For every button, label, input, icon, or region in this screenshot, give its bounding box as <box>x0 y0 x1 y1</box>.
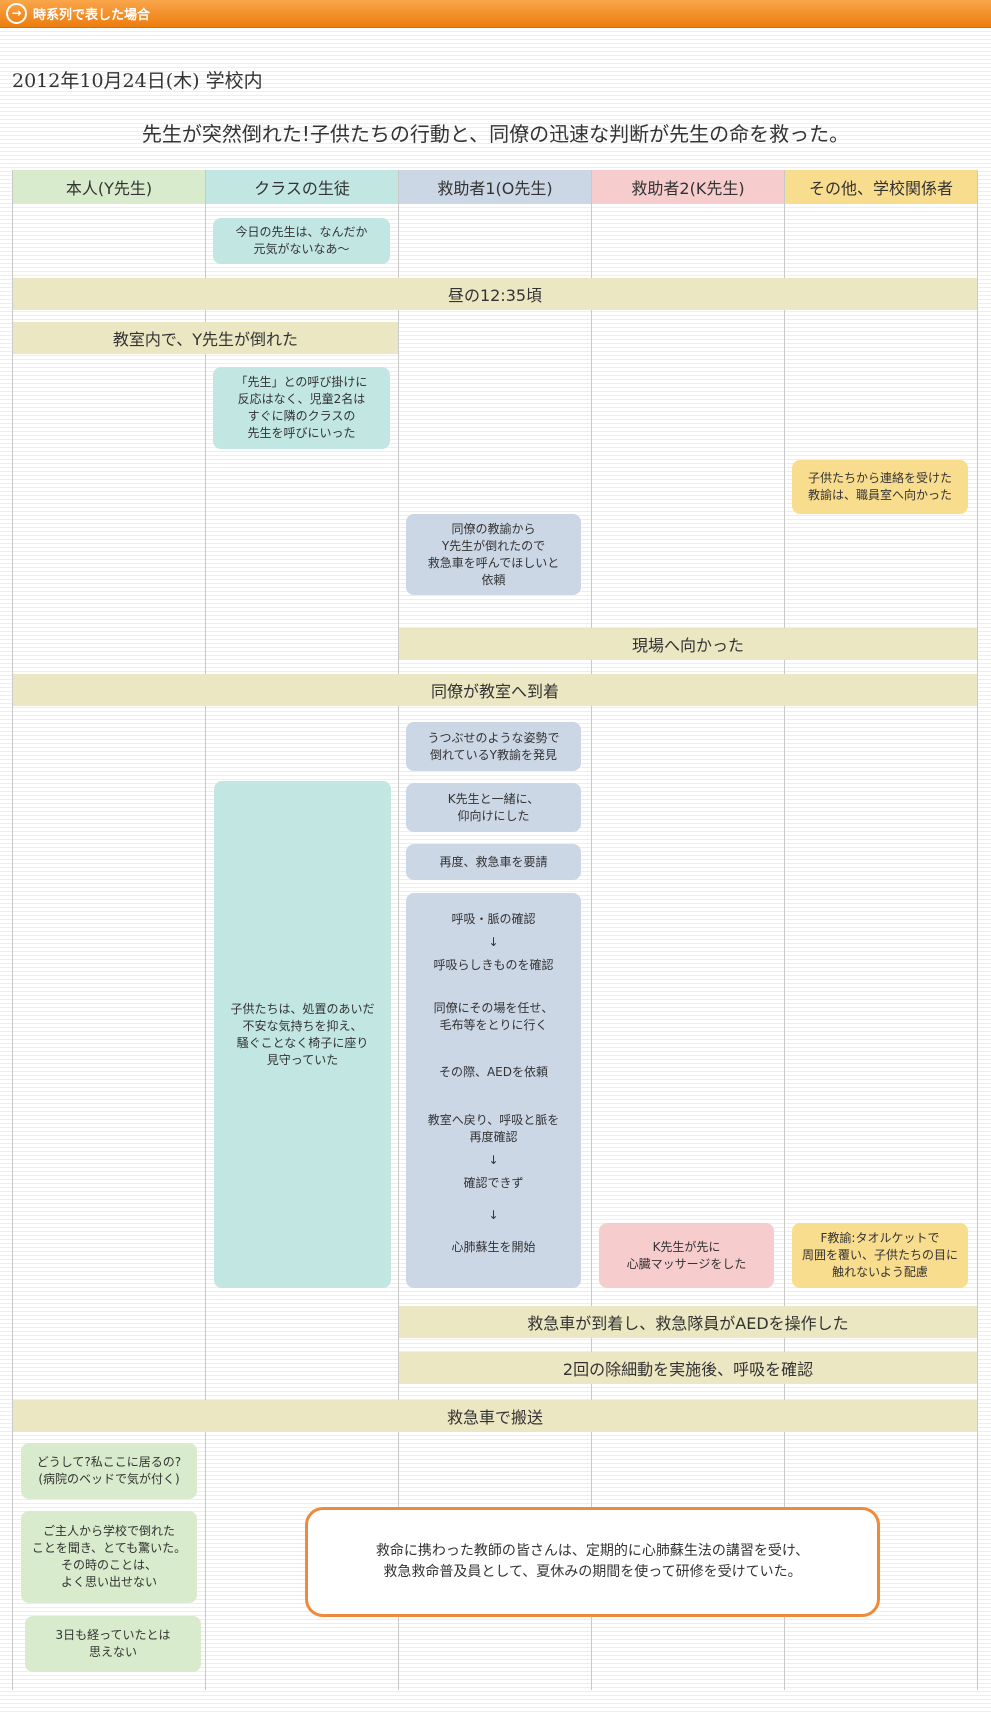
box-text: 救急車を呼んでほしいと <box>427 555 560 570</box>
box-text: ご主人から学校で倒れた <box>42 1524 175 1538</box>
box-text: 不安な気持ちを抑え、 <box>242 1018 363 1033</box>
box-text: 心臓マッサージをした <box>626 1256 747 1271</box>
box-text: 触れないよう配慮 <box>832 1265 928 1279</box>
box-text: 再度、救急車を要請 <box>439 854 548 869</box>
box-text: すぐに隣のクラスの <box>247 409 356 423</box>
box-text: K先生が先に <box>652 1239 721 1254</box>
timeline-box-rescuer1-2: うつぶせのような姿勢で 倒れているY教諭を発見 <box>406 722 581 771</box>
box-text: 確認できず <box>463 1176 524 1190</box>
timeline-band-to-scene: 現場へ向かった <box>399 628 977 660</box>
box-text: 騒ぐことなく椅子に座り <box>236 1035 369 1050</box>
down-arrow-icon: ↓ <box>488 1208 499 1222</box>
box-text: 周囲を覆い、子供たちの目に <box>801 1248 958 1262</box>
box-text: 教諭は、職員室へ向かった <box>807 488 952 502</box>
box-text: 仰向けにした <box>457 808 530 823</box>
column-divider <box>591 170 592 1690</box>
column-divider <box>784 170 785 1690</box>
box-text: 毛布等をとりに行く <box>439 1018 548 1032</box>
column-divider <box>977 170 978 1690</box>
box-text: 再度確認 <box>469 1130 518 1144</box>
timeline-box-self-1: どうして?私ここに居るの? (病院のベッドで気が付く) <box>21 1443 197 1499</box>
headline: 先生が突然倒れた!子供たちの行動と、同僚の迅速な判断が先生の命を救った。 <box>141 122 850 146</box>
box-text: うつぶせのような姿勢で <box>427 730 560 745</box>
timeline-band-collapse: 教室内で、Y先生が倒れた <box>13 322 398 354</box>
box-text: 呼吸・脈の確認 <box>451 912 536 926</box>
section-header-bar: → 時系列で表した場合 <box>0 0 991 28</box>
box-text: 同僚にその場を任せ、 <box>433 1001 554 1015</box>
timeline-box-self-2: ご主人から学校で倒れた ことを聞き、とても驚いた。 その時のことは、 よく思い出… <box>21 1511 197 1603</box>
timeline-box-self-3: 3日も経っていたとは 思えない <box>25 1616 201 1672</box>
note-box: 救命に携わった教師の皆さんは、定期的に心肺蘇生法の講習を受け、 救急救命普及員と… <box>305 1507 880 1617</box>
column-divider <box>398 170 399 1690</box>
box-text: 倒れているY教諭を発見 <box>430 747 557 762</box>
timeline-box-students-1: 今日の先生は、なんだか 元気がないなあ〜 <box>213 218 390 264</box>
note-text: 救急救命普及員として、夏休みの期間を使って研修を受けていた。 <box>383 1564 802 1580</box>
column-header-students: クラスの生徒 <box>206 170 398 204</box>
date-location: 2012年10月24日(木) 学校内 <box>12 70 263 92</box>
box-text: よく思い出せない <box>60 1575 157 1589</box>
box-text: 「先生」との呼び掛けに <box>235 375 368 389</box>
box-text: 反応はなく、児童2名は <box>237 392 366 406</box>
box-text: (病院のベッドで気が付く) <box>38 1472 180 1486</box>
box-text: F教諭:タオルケットで <box>820 1231 940 1245</box>
box-text: 先生を呼びにいった <box>247 426 356 440</box>
timeline-band-noon: 昼の12:35頃 <box>13 278 977 310</box>
box-text: 3日も経っていたとは <box>55 1628 171 1642</box>
box-text: 同僚の教諭から <box>451 521 536 536</box>
column-header-rescuer-2: 救助者2(K先生) <box>592 170 784 204</box>
timeline-box-rescuer1-3: K先生と一緒に、 仰向けにした <box>406 783 581 832</box>
note-text: 救命に携わった教師の皆さんは、定期的に心肺蘇生法の講習を受け、 <box>375 1543 810 1559</box>
box-text: 心肺蘇生を開始 <box>451 1240 536 1254</box>
column-divider <box>205 170 206 1690</box>
timeline-box-students-3: 子供たちは、処置のあいだ 不安な気持ちを抑え、 騒ぐことなく椅子に座り 見守って… <box>214 781 391 1288</box>
timeline-band-transport: 救急車で搬送 <box>13 1400 977 1432</box>
timeline-band-ambulance-arrive: 救急車が到着し、救急隊員がAEDを操作した <box>399 1306 977 1338</box>
box-text: Y先生が倒れたので <box>441 538 546 553</box>
box-text: 子供たちは、処置のあいだ <box>230 1001 375 1016</box>
box-text: 子供たちから連絡を受けた <box>807 471 952 485</box>
timeline-box-staff-2: F教諭:タオルケットで 周囲を覆い、子供たちの目に 触れないよう配慮 <box>792 1223 968 1288</box>
column-header-rescuer-1: 救助者1(O先生) <box>399 170 591 204</box>
timeline-box-students-2: 「先生」との呼び掛けに 反応はなく、児童2名は すぐに隣のクラスの 先生を呼びに… <box>213 367 390 449</box>
timeline-box-rescuer1-1: 同僚の教諭から Y先生が倒れたので 救急車を呼んでほしいと 依頼 <box>406 514 581 595</box>
box-text: 見守っていた <box>266 1052 339 1067</box>
box-text: その際、AEDを依頼 <box>438 1065 549 1079</box>
box-text: 依頼 <box>481 572 506 587</box>
timeline-band-arrive: 同僚が教室へ到着 <box>13 674 977 706</box>
box-text: 思えない <box>88 1645 137 1659</box>
column-divider <box>12 170 13 1690</box>
box-text: ことを聞き、とても驚いた。 <box>31 1541 187 1555</box>
timeline-box-rescuer2-1: K先生が先に 心臓マッサージをした <box>599 1223 774 1288</box>
box-text: 今日の先生は、なんだか <box>235 225 368 239</box>
timeline-box-rescuer1-4: 再度、救急車を要請 <box>406 844 581 880</box>
down-arrow-icon: ↓ <box>488 935 499 949</box>
column-header-staff: その他、学校関係者 <box>785 170 977 204</box>
timeline-box-staff-1: 子供たちから連絡を受けた 教諭は、職員室へ向かった <box>792 460 968 514</box>
box-text: 呼吸らしきものを確認 <box>433 958 554 972</box>
box-text: どうして?私ここに居るの? <box>36 1455 182 1469</box>
box-text: 教室へ戻り、呼吸と脈を <box>427 1113 560 1127</box>
box-text: その時のことは、 <box>60 1558 157 1572</box>
column-header-self: 本人(Y先生) <box>13 170 205 204</box>
down-arrow-icon: ↓ <box>488 1153 499 1167</box>
timeline-band-defibrillation: 2回の除細動を実施後、呼吸を確認 <box>399 1352 977 1384</box>
section-title: 時系列で表した場合 <box>33 8 151 23</box>
box-text: K先生と一緒に、 <box>447 791 540 806</box>
arrow-right-circle-icon: → <box>6 3 27 24</box>
box-text: 元気がないなあ〜 <box>253 242 350 256</box>
timeline-box-rescuer1-steps: 呼吸・脈の確認 ↓ 呼吸らしきものを確認 同僚にその場を任せ、 毛布等をとりに行… <box>406 893 581 1288</box>
